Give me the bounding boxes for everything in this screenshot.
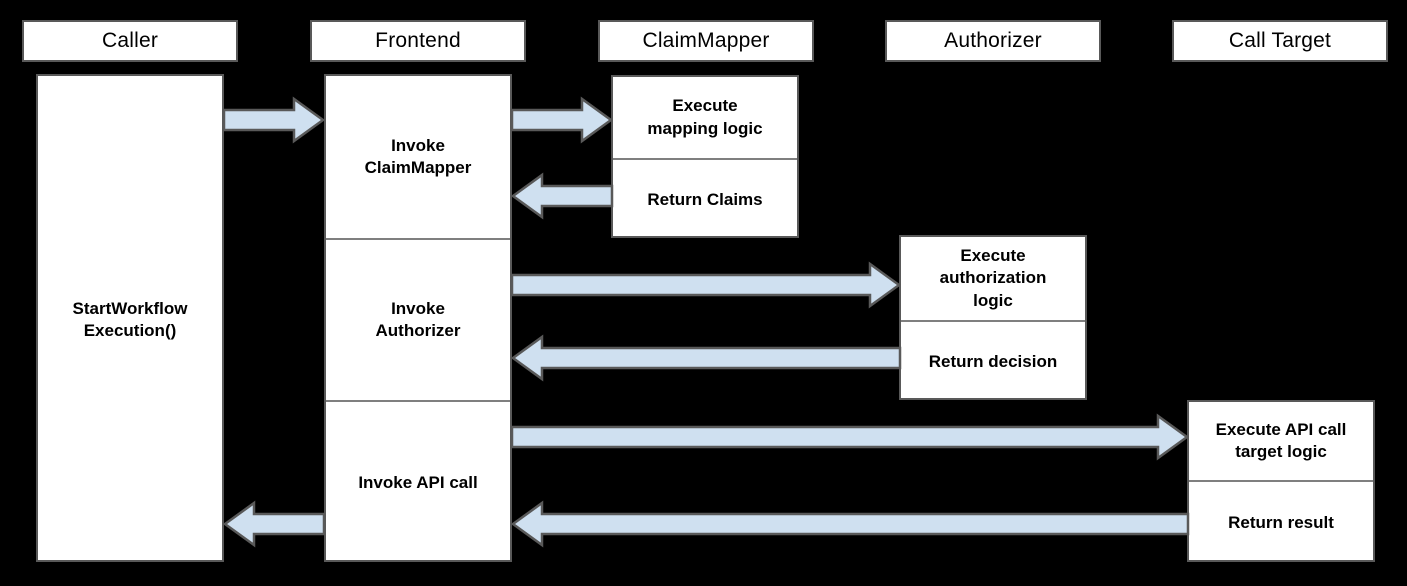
lane-header-caller[interactable]: Caller: [22, 20, 238, 62]
lane-header-authorizer[interactable]: Authorizer: [885, 20, 1101, 62]
lane-header-claimmapper[interactable]: ClaimMapper: [598, 20, 814, 62]
message-arrow-invoke-api-call[interactable]: [510, 413, 1190, 461]
activation-authorizer-return-decision[interactable]: Return decision: [901, 320, 1085, 402]
message-arrow-return-decision[interactable]: [510, 334, 902, 382]
activation-calltarget-return-result[interactable]: Return result: [1189, 480, 1373, 564]
message-arrow-invoke-authorizer[interactable]: [510, 261, 902, 309]
message-arrow-return-result[interactable]: [510, 500, 1190, 548]
lane-header-authorizer-label: Authorizer: [944, 29, 1042, 52]
lane-header-frontend[interactable]: Frontend: [310, 20, 526, 62]
message-arrow-return-to-caller[interactable]: [222, 500, 326, 548]
lane-header-frontend-label: Frontend: [375, 29, 461, 52]
message-arrow-return-claims[interactable]: [510, 172, 614, 220]
lane-header-caller-label: Caller: [101, 29, 159, 52]
message-arrow-invoke-claimmapper[interactable]: [510, 96, 614, 144]
lane-header-calltarget-label: Call Target: [1228, 29, 1332, 52]
lane-header-calltarget[interactable]: Call Target: [1172, 20, 1388, 62]
activation-frontend-invoke-api-call[interactable]: Invoke API call: [326, 400, 510, 564]
activation-claimmapper-return-claims[interactable]: Return Claims: [613, 158, 797, 240]
lane-header-claimmapper-label: ClaimMapper: [642, 29, 770, 52]
message-arrow-start-workflow-execution[interactable]: [222, 96, 326, 144]
